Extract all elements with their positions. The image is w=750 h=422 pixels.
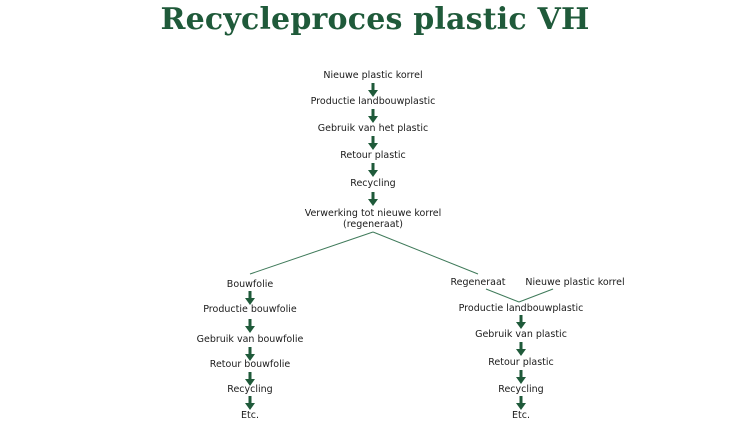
down-arrow-icon <box>368 162 378 177</box>
connector-korrel-to-productie <box>518 288 554 303</box>
main-node-2: Productie landbouwplastic <box>310 96 436 107</box>
left-node-3: Gebruik van bouwfolie <box>196 334 304 345</box>
left-node-2: Productie bouwfolie <box>203 304 297 315</box>
down-arrow-icon <box>368 135 378 150</box>
right-node-2: Gebruik van plastic <box>475 329 567 340</box>
main-node-1: Nieuwe plastic korrel <box>323 70 423 81</box>
connector-to-regeneraat <box>372 231 479 275</box>
main-node-6: Verwerking tot nieuwe korrel (regeneraat… <box>304 208 442 230</box>
connector-regeneraat-to-productie <box>485 288 520 303</box>
left-node-6: Etc. <box>241 410 259 421</box>
down-arrow-icon <box>245 395 255 410</box>
main-node-3: Gebruik van het plastic <box>317 123 429 134</box>
down-arrow-icon <box>516 314 526 329</box>
down-arrow-icon <box>516 395 526 410</box>
right-node-5: Etc. <box>512 410 530 421</box>
down-arrow-icon <box>245 371 255 386</box>
main-node-5: Recycling <box>350 178 396 189</box>
down-arrow-icon <box>245 318 255 333</box>
right-input-regeneraat: Regeneraat <box>450 277 506 288</box>
down-arrow-icon <box>516 369 526 384</box>
right-node-3: Retour plastic <box>488 357 554 368</box>
left-node-5: Recycling <box>227 384 273 395</box>
right-node-4: Recycling <box>498 384 544 395</box>
down-arrow-icon <box>368 191 378 206</box>
left-node-4: Retour bouwfolie <box>209 359 291 370</box>
right-input-new-granule: Nieuwe plastic korrel <box>525 277 625 288</box>
right-node-1: Productie landbouwplastic <box>458 303 584 314</box>
down-arrow-icon <box>516 341 526 356</box>
down-arrow-icon <box>245 346 255 361</box>
down-arrow-icon <box>368 108 378 123</box>
connector-to-bouwfolie <box>249 231 374 275</box>
left-node-1: Bouwfolie <box>226 279 274 290</box>
page-title: Recycleproces plastic VH <box>160 2 590 37</box>
down-arrow-icon <box>245 290 255 305</box>
down-arrow-icon <box>368 82 378 97</box>
main-node-4: Retour plastic <box>340 150 406 161</box>
